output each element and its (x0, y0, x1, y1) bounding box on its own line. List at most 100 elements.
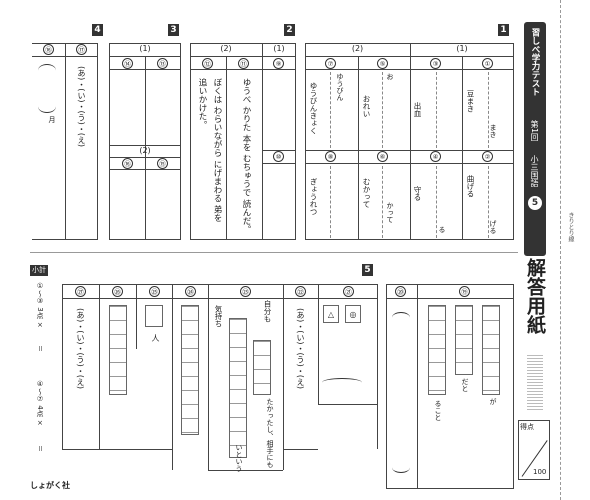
header-subject: 小三国語 (530, 155, 539, 187)
q25-answer-cell (145, 305, 163, 327)
q26-answer-cells (109, 305, 127, 395)
q3-group1: (1) (139, 44, 151, 53)
q6-word: むかって (362, 178, 371, 208)
section-1-label: 1 (498, 24, 509, 36)
num-5: ⑤ (377, 58, 388, 69)
q24-answer-cells (181, 305, 199, 435)
num-15: ⑮ (157, 158, 168, 169)
q3-word: 出血 (413, 102, 422, 117)
q7-stem: ゆうびん (336, 73, 344, 101)
q19-da-to: だと (461, 378, 469, 392)
q23-tail: いという (235, 444, 243, 472)
q20-bracket-top (392, 312, 410, 323)
q12-sentence-2: 追いかけた。 (197, 78, 207, 129)
q19-answer-cells-2 (455, 305, 473, 375)
q2-group1: (1) (273, 44, 285, 53)
q12-sentence-1: ぼくは わらいながら にげまわる 弟を (212, 78, 222, 223)
subtotal-line-4: ＝ (36, 445, 44, 452)
q21-bracket (322, 378, 362, 387)
q6-stem: かって (386, 202, 394, 223)
q5-stem: お (386, 73, 394, 80)
num-21: ㉑ (343, 286, 354, 297)
num-27: ㉗ (75, 286, 86, 297)
q1-kanji-stem: まき (489, 124, 497, 138)
publisher-logo: しょがく社 (30, 481, 70, 490)
num-6: ⑥ (377, 151, 388, 162)
q23-answer-cells-1 (229, 318, 247, 458)
q2-group2: (2) (220, 44, 232, 53)
q1-answer-box (305, 43, 514, 240)
q19-ga: が (489, 398, 497, 405)
header-number: 5 (528, 196, 542, 210)
num-14: ⑭ (122, 58, 133, 69)
q21-double-box: ◎ (345, 305, 361, 323)
q23-answer-cells-2 (253, 340, 271, 395)
q16-bracket-top (38, 64, 56, 77)
num-24: ㉔ (185, 286, 196, 297)
subtotal-line-3: ④〜⑦ 4点 × (36, 380, 44, 427)
subtotal-label: 小計 (30, 265, 48, 276)
q25-suffix: 人 (151, 334, 160, 342)
q3-group2: (2) (139, 146, 151, 155)
answer-sheet-title: 解答用紙 (524, 258, 546, 334)
section-4-label: 4 (92, 24, 103, 36)
q4-okurigana: る (438, 226, 446, 233)
num-8: ⑧ (325, 151, 336, 162)
num-12: ⑫ (202, 58, 213, 69)
q23-phrase: たかったし、相手にも (266, 398, 274, 468)
score-max: 100 (533, 468, 547, 476)
q20-bracket-bottom (392, 462, 410, 473)
q21-circle-box: △ (323, 305, 339, 323)
num-19: ⑲ (459, 286, 470, 297)
q1-word: 豆まき (466, 90, 475, 113)
q23-feeling: 気持ち (214, 305, 223, 328)
num-20: ⑳ (395, 286, 406, 297)
num-9: ⑨ (273, 58, 284, 69)
q7-word: ゆうびんきょく (309, 82, 318, 135)
q5-word: おれい (362, 95, 371, 118)
num-7: ⑦ (325, 58, 336, 69)
section-3-label: 3 (168, 24, 179, 36)
num-13: ⑬ (157, 58, 168, 69)
num-4: ④ (430, 151, 441, 162)
q1-group1: (1) (456, 44, 468, 53)
num-1: ① (482, 58, 493, 69)
num-17: ⑰ (76, 44, 87, 55)
q17-choices: (あ)・(い)・(う)・(え) (77, 66, 86, 147)
subtotal-line-1: ①〜③ 3点 × (36, 282, 44, 329)
score-box (518, 420, 550, 480)
q16-bracket-bottom (38, 100, 56, 113)
num-23: ㉓ (240, 286, 251, 297)
q22-choices: (あ)・(い)・(う)・(え) (296, 308, 305, 389)
score-label: 得点 (520, 423, 534, 431)
q19-rukoto: ること (434, 400, 442, 421)
num-16: ⑯ (43, 44, 54, 55)
q23-self: 自分も (263, 300, 272, 323)
cut-line-label: きりとり線 (565, 212, 576, 242)
q5-left-box (62, 284, 378, 449)
q2-word: 曲げる (466, 175, 475, 198)
num-11: ⑪ (238, 58, 249, 69)
q1-group2: (2) (351, 44, 364, 53)
q5-right-box (386, 284, 514, 489)
q27-choices: (あ)・(い)・(う)・(え) (76, 308, 85, 389)
num-16b: ⑯ (122, 158, 133, 169)
q19-answer-cells-3 (482, 305, 500, 395)
q2-answer-box (190, 43, 296, 240)
title-stripe (527, 355, 543, 410)
num-22: ㉒ (295, 286, 306, 297)
section-5-label: 5 (362, 264, 373, 276)
q8-word: ぎょうれつ (309, 178, 318, 216)
cut-line (560, 0, 561, 500)
q2-okurigana: げる (489, 220, 497, 234)
subtotal-line-2: ＝ (36, 345, 44, 352)
header-round: 第1回 (530, 120, 539, 142)
num-10: ⑩ (273, 151, 284, 162)
num-25: ㉕ (149, 286, 160, 297)
q11-sentence: ゆうべ かりた 本を むちゅうで 読んだ。 (241, 78, 251, 234)
q19-answer-cells-1 (428, 305, 446, 395)
section-separator (30, 252, 518, 253)
section-2-label: 2 (284, 24, 295, 36)
header-title: 習しべ学力テスト (530, 28, 540, 96)
num-3: ③ (430, 58, 441, 69)
